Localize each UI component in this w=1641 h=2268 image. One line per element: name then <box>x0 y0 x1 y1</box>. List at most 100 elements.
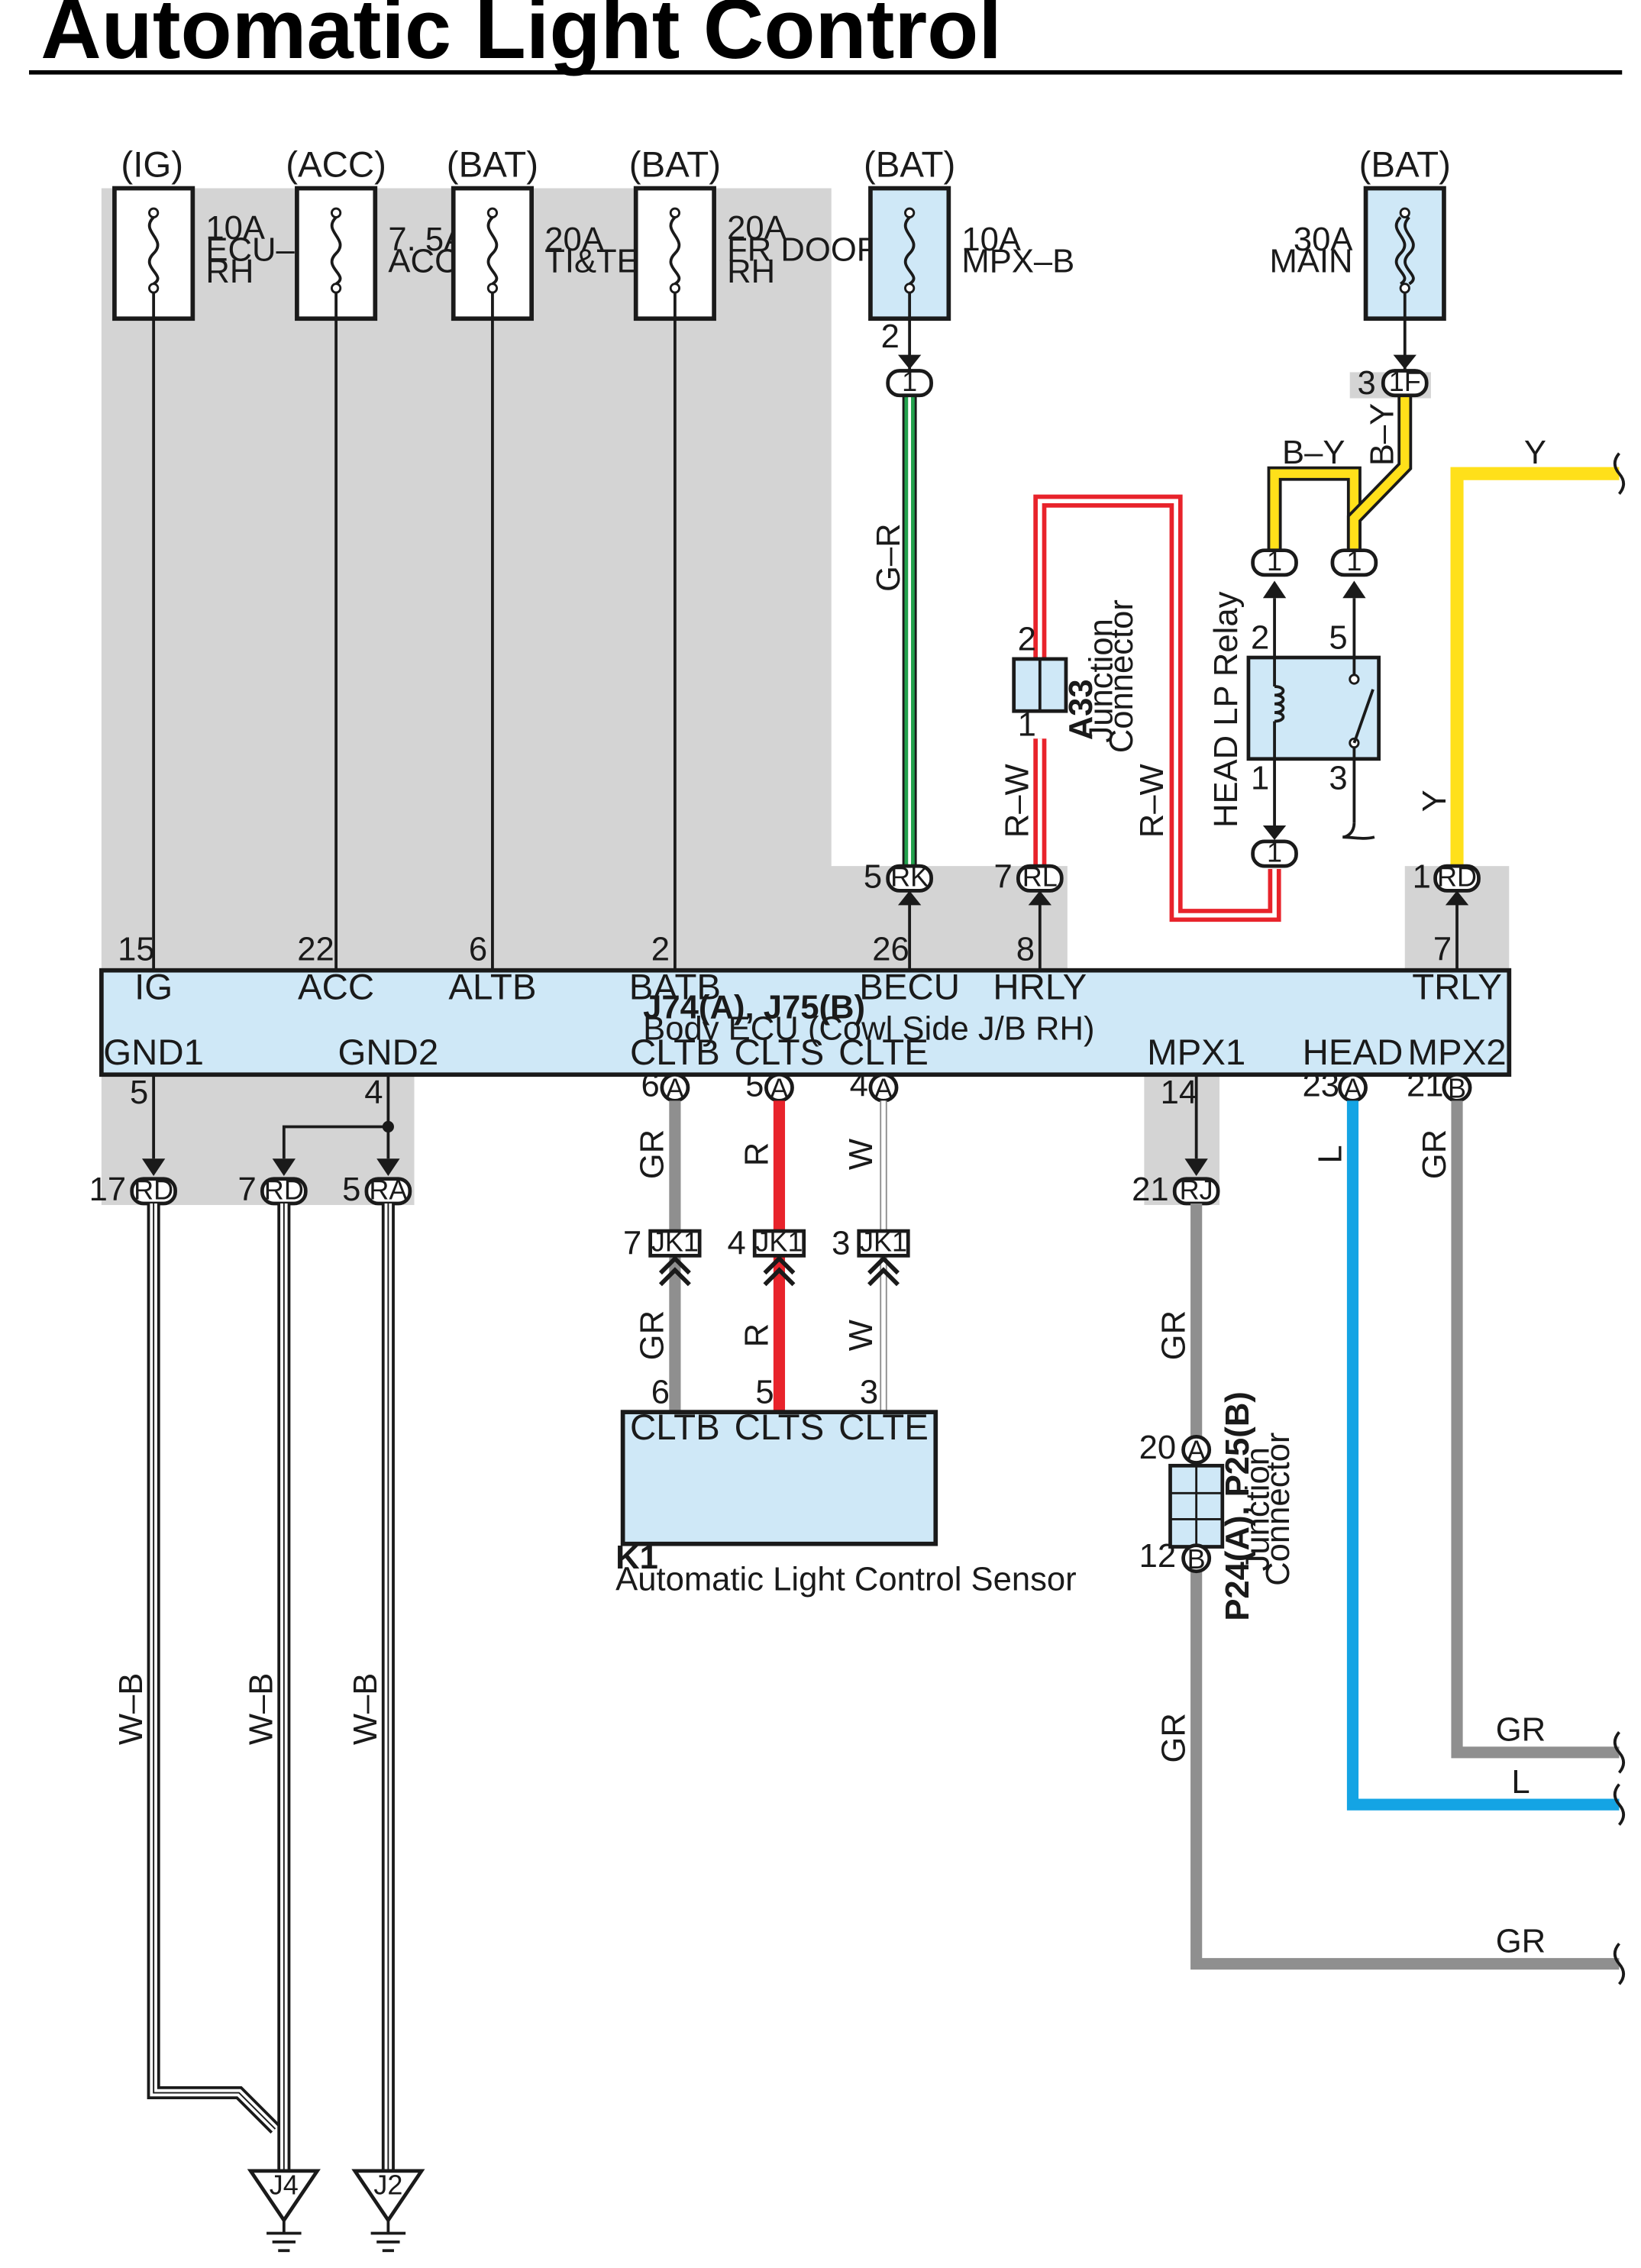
conn-letter: A <box>666 1073 684 1104</box>
ground-branch <box>152 1074 1198 1159</box>
ecu-top-label: IG <box>134 968 173 1008</box>
connector-main-1f: 3 1F <box>1358 354 1429 402</box>
wire-g-r: G–R <box>871 393 917 867</box>
wire-label: W <box>843 1319 880 1351</box>
fuse-rating: 30A <box>1294 221 1353 258</box>
ecu-top-label: BATB <box>629 968 721 1008</box>
wire-label: W–B <box>347 1673 384 1746</box>
fuse-name-1: FR DOOR <box>727 231 880 268</box>
sensor-label: CLTS <box>735 1407 825 1448</box>
fuse-source: (BAT) <box>1359 144 1451 185</box>
wire-label: Y <box>1524 435 1546 471</box>
wire-label: L <box>1511 1764 1530 1801</box>
pin-number: 5 <box>342 1171 360 1208</box>
connector-label: RD <box>134 1174 173 1205</box>
junction-connector-p24-p25: 20 A 12 B P24(A), P25(B) Junction Connec… <box>1139 1391 1297 1621</box>
connector-label: RK <box>890 861 929 893</box>
ecu-bottom-label: CLTE <box>838 1032 929 1073</box>
head-lp-relay: 1 1 2 5 1 3 HEAD LP Relay 1 <box>1208 545 1381 868</box>
pin-number: 7 <box>623 1225 641 1262</box>
wire-label: GR <box>1496 1712 1546 1749</box>
ground-j2: J2 <box>351 2169 425 2253</box>
pin-number: 4 <box>728 1225 746 1262</box>
relay-pin: 1 <box>1251 761 1269 797</box>
connector-label: RD <box>264 1174 304 1205</box>
ecu-top-label: ACC <box>298 968 374 1008</box>
ecu-top-pin: 7 <box>1433 931 1452 968</box>
pin-number: 14 <box>1161 1074 1198 1111</box>
pin-number: 7 <box>994 859 1013 896</box>
fuse-ecu-wires <box>152 292 1458 971</box>
wire-label: B–Y <box>1365 403 1401 466</box>
ecu-top-pin: 26 <box>872 931 909 968</box>
ecu-top-pin: 6 <box>469 931 487 968</box>
ecu-top-label: BECU <box>859 968 960 1008</box>
wire-head-l: L L <box>1312 1100 1626 1826</box>
wire-mpx1: GR GR GR <box>1155 1203 1626 1985</box>
wire-label: B–Y <box>1282 435 1345 471</box>
ecu-top-pin: 22 <box>297 931 334 968</box>
sensor-id: K1 <box>615 1539 658 1576</box>
wire-label: GR <box>1155 1310 1192 1360</box>
ecu-top-label: TRLY <box>1412 968 1502 1008</box>
ecu-bottom-label: MPX1 <box>1147 1032 1245 1073</box>
a33-line2: Connector <box>1103 599 1140 753</box>
fuse-name-1: MAIN <box>1269 244 1352 280</box>
wire-label: R <box>738 1323 775 1348</box>
pin-number: 23 <box>1303 1068 1340 1104</box>
connector-label: 1 <box>1267 545 1282 577</box>
ground-label: J2 <box>373 2169 402 2200</box>
conn-letter: A <box>1343 1073 1362 1104</box>
connector-rl: 7 RL <box>994 859 1064 906</box>
fuse-name-1: ACC <box>388 244 458 280</box>
conn-letter: A <box>770 1073 788 1104</box>
page-title: Automatic Light Control <box>40 0 1002 76</box>
sensor-pin: 5 <box>755 1375 774 1411</box>
wire-label: R–W <box>1134 764 1171 838</box>
ecu-ref: J74(A), J75(B) <box>643 989 865 1026</box>
pin-number: 6 <box>641 1068 660 1104</box>
fuse-rating: 20A <box>727 210 787 247</box>
pin-number: 12 <box>1139 1538 1177 1575</box>
relay-pin: 5 <box>1329 620 1347 657</box>
pin-number: 1 <box>1018 706 1036 743</box>
pin-number: 21 <box>1407 1068 1444 1104</box>
relay-name: HEAD LP Relay <box>1208 591 1245 828</box>
sensor-label: CLTB <box>630 1407 720 1448</box>
connector-mpx-1: 2 1 <box>881 318 933 398</box>
fuse-source: (ACC) <box>286 144 386 185</box>
wire-label: R–W <box>1000 764 1036 838</box>
conn-letter: B <box>1448 1073 1466 1104</box>
fuse-source: (BAT) <box>447 144 538 185</box>
wire-mpx2: GR GR <box>1416 1100 1626 1774</box>
pin-number: 20 <box>1139 1430 1177 1466</box>
sensor-pin: 3 <box>860 1375 878 1411</box>
relay-pin: 2 <box>1251 620 1269 657</box>
wire-label: GR <box>1416 1129 1453 1179</box>
fuse-name-2: RH <box>205 254 254 290</box>
pin-number: 5 <box>130 1074 148 1111</box>
ground-j4: J4 <box>247 2169 321 2253</box>
ecu-top-pin: 2 <box>651 931 670 968</box>
pin-number: 17 <box>89 1171 127 1208</box>
a33-id: A33 <box>1063 679 1100 740</box>
fuse-name-1: MPX–B <box>961 244 1074 280</box>
conn-letter: A <box>874 1073 893 1104</box>
wire-label: GR <box>1155 1713 1192 1762</box>
light-control-sensor-k1: 6 5 3 CLTB CLTS CLTE K1 Automatic Light … <box>615 1375 1077 1598</box>
junction-connector-a33: 2 1 A33 Junction Connector <box>1012 599 1140 753</box>
ecu-bottom-label: MPX2 <box>1407 1032 1506 1073</box>
fuse-main: (BAT) 30A MAIN <box>1269 144 1451 321</box>
ground-connectors: 17 RD 7 RD 5 RA 21 RJ <box>89 1158 1220 1208</box>
ground-label: J4 <box>270 2169 299 2200</box>
pin-number: 5 <box>745 1068 764 1104</box>
ecu-bottom-label: GND2 <box>338 1032 439 1073</box>
pin-number: 2 <box>881 318 900 355</box>
p24-line2: Connector <box>1260 1433 1297 1586</box>
fuse-source: (BAT) <box>629 144 721 185</box>
fuse-source: (BAT) <box>864 144 955 185</box>
ecu-top-label: HRLY <box>993 968 1087 1008</box>
conn-letter: A <box>1187 1435 1206 1466</box>
connector-label: 1 <box>902 366 917 397</box>
